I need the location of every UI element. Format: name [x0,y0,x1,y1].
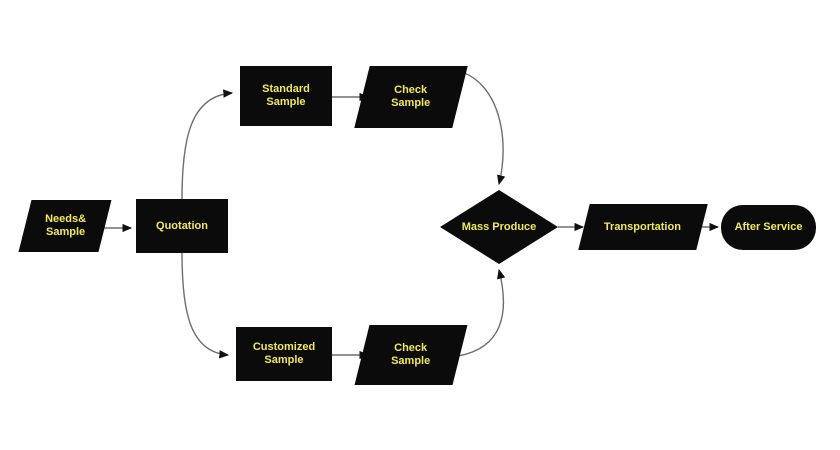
node-after-service[interactable]: After Service [721,205,816,250]
node-mass-produce[interactable]: Mass Produce [440,190,558,264]
node-check-sample-top[interactable]: Check Sample [354,66,468,128]
node-standard-sample[interactable]: Standard Sample [240,66,332,126]
node-after-service-label: After Service [734,221,803,234]
edge-quotation-to-standard-sample [181,89,234,200]
edge-quotation-to-customized-sample [181,252,230,359]
node-quotation[interactable]: Quotation [136,199,228,253]
node-check-sample-top-label: Check Sample [391,84,431,109]
node-needs-sample-label: Needs& Sample [44,213,86,238]
node-transportation[interactable]: Transportation [578,204,708,250]
edge-check-sample-bottom-to-mass-produce [457,268,506,357]
node-customized-sample[interactable]: Customized Sample [236,327,332,381]
node-check-sample-bottom[interactable]: Check Sample [354,325,468,385]
node-customized-sample-label: Customized Sample [252,341,316,366]
node-standard-sample-label: Standard Sample [262,83,310,108]
node-transportation-label: Transportation [604,220,682,233]
node-mass-produce-label: Mass Produce [461,220,537,233]
node-quotation-label: Quotation [156,219,208,232]
node-check-sample-bottom-label: Check Sample [391,342,431,367]
node-needs-sample[interactable]: Needs& Sample [18,200,112,252]
